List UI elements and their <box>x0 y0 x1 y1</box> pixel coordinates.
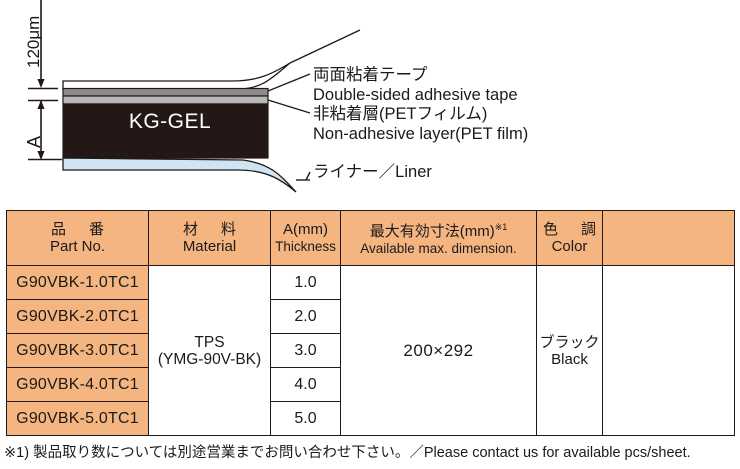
dimension-label-A: A <box>24 135 44 148</box>
header-jp-max-dimension: 最大有効寸法(mm)※1 <box>341 219 536 240</box>
layer-double-sided-tape <box>62 62 291 90</box>
callout-line-pet <box>267 99 311 114</box>
column-header-color: 色 調 Color <box>536 210 603 266</box>
cell-thickness: 5.0 <box>270 401 341 436</box>
column-header-blank <box>602 210 735 266</box>
cell-thickness: 2.0 <box>270 299 341 334</box>
cell-material: TPS (YMG-90V-BK) <box>148 265 271 436</box>
cell-thickness: 4.0 <box>270 367 341 402</box>
header-en-max-dimension: Available max. dimension. <box>360 241 517 256</box>
dimension-label-120um: 120μm <box>24 15 43 68</box>
callout-pet-jp: 非粘着層(PETフィルム) <box>313 105 488 123</box>
callout-liner: ライナー／Liner <box>313 163 432 183</box>
header-jp-color: 色 調 <box>542 221 600 238</box>
footnote-text: ※1) 製品取り数については別途営業までお問い合わせ下さい。／Please co… <box>4 445 691 461</box>
callout-pet-en: Non-adhesive layer(PET film) <box>313 124 529 143</box>
header-en-thickness: Thickness <box>275 239 336 254</box>
callout-line-tape-upper <box>289 29 361 64</box>
column-header-material: 材 料 Material <box>148 210 271 266</box>
header-en-material: Material <box>182 238 237 255</box>
column-header-part-no: 品 番 Part No. <box>6 210 149 266</box>
cross-section-svg <box>28 0 361 193</box>
header-jp-thickness: A(mm) <box>283 221 328 238</box>
cell-part-no: G90VBK-5.0TC1 <box>6 401 149 436</box>
table-row: G90VBK-2.0TC1 2.0 <box>6 299 735 334</box>
header-jp-max-dimension-text: 最大有効寸法(mm) <box>369 223 495 240</box>
table-row: G90VBK-3.0TC1 3.0 <box>6 333 735 368</box>
specification-table: 品 番 Part No. 材 料 Material A(mm) Thicknes… <box>6 210 735 436</box>
table-header-row: 品 番 Part No. 材 料 Material A(mm) Thicknes… <box>6 210 735 266</box>
kg-gel-body-label: KG-GEL <box>128 110 212 133</box>
header-en-color: Color <box>551 238 588 255</box>
header-jp-material: 材 料 <box>182 221 240 238</box>
cell-max-dimension: 200×292 <box>340 265 537 436</box>
dimension-arrow-A-down <box>37 151 45 160</box>
callout-tape-jp: 両面粘着テープ <box>313 66 428 84</box>
table-row: G90VBK-1.0TC1 TPS (YMG-90V-BK) 1.0 200×2… <box>6 265 735 436</box>
table-row: G90VBK-5.0TC1 5.0 <box>6 401 735 436</box>
cell-part-no: G90VBK-4.0TC1 <box>6 367 149 402</box>
product-cross-section-diagram: 120μm A KG-GEL 両面粘着テープ Double-sided adhe… <box>0 0 740 200</box>
dimension-arrow-120um-down <box>37 79 45 88</box>
cell-color: ブラック Black <box>536 265 603 436</box>
callout-line-tape <box>267 73 311 92</box>
layer-liner <box>62 157 297 193</box>
color-en: Black <box>551 350 588 368</box>
layer-tape-adhesive-dark <box>62 87 269 97</box>
cell-thickness: 3.0 <box>270 333 341 368</box>
cell-part-no: G90VBK-1.0TC1 <box>6 265 149 300</box>
header-en-part-no: Part No. <box>49 238 106 255</box>
cell-part-no: G90VBK-2.0TC1 <box>6 299 149 334</box>
color-jp: ブラック <box>539 333 600 351</box>
cell-thickness: 1.0 <box>270 265 341 300</box>
callout-line-liner <box>305 171 311 181</box>
layer-pet-film <box>62 95 269 105</box>
cell-blank <box>602 265 735 436</box>
cell-part-no: G90VBK-3.0TC1 <box>6 333 149 368</box>
material-line-1: TPS <box>194 333 225 351</box>
callout-tape-en: Double-sided adhesive tape <box>313 85 518 104</box>
footnote-marker: ※1 <box>494 222 508 232</box>
callout-double-sided-tape: 両面粘着テープ Double-sided adhesive tape <box>313 66 518 105</box>
dimension-arrow-A-up <box>37 100 45 109</box>
layer-kg-gel-body <box>62 103 269 159</box>
column-header-thickness: A(mm) Thickness <box>270 210 341 266</box>
table-row: G90VBK-4.0TC1 4.0 <box>6 367 735 402</box>
callout-liner-label: ライナー／Liner <box>313 163 432 181</box>
header-jp-part-no: 品 番 <box>50 221 108 238</box>
callout-non-adhesive-layer: 非粘着層(PETフィルム) Non-adhesive layer(PET fil… <box>313 105 528 144</box>
column-header-max-dimension: 最大有効寸法(mm)※1 Available max. dimension. <box>340 210 537 266</box>
material-line-2: (YMG-90V-BK) <box>157 350 262 368</box>
